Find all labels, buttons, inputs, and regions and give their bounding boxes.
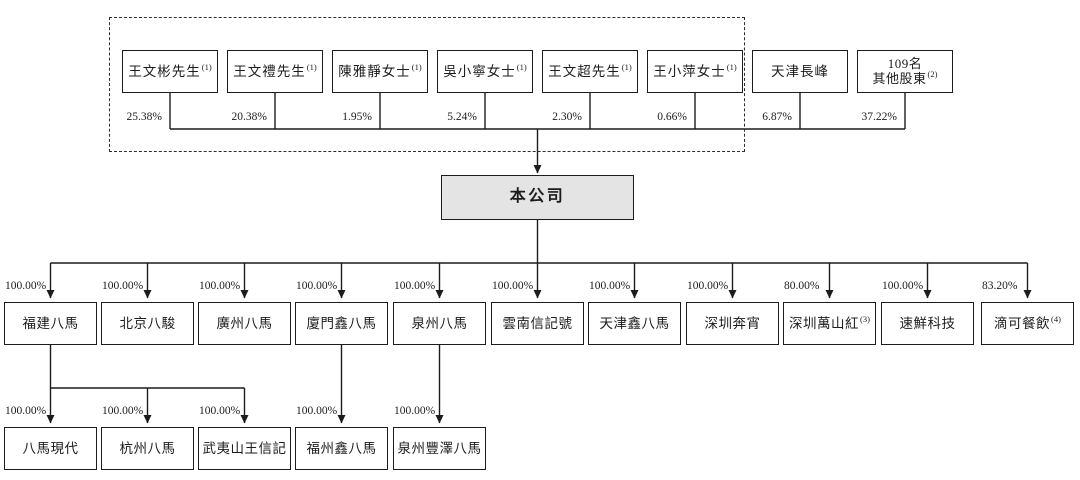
ownership-percentage: 100.00% [492, 280, 534, 292]
subsidiary-name: 北京八駿 [119, 315, 176, 331]
subsidiary-box-5: 泉州八馬 [393, 302, 486, 345]
footnote-marker: (1) [411, 62, 422, 73]
subsidiary-box-2: 北京八駿 [101, 302, 194, 345]
ownership-percentage: 100.00% [687, 280, 729, 292]
subsidiary-name: 福建八馬 [22, 315, 79, 331]
shareholder-name: 其他股東 [872, 70, 927, 86]
ownership-percentage: 100.00% [589, 280, 631, 292]
controlling-shareholders-group-outline [109, 17, 745, 152]
subsidiary-box-1: 福建八馬 [4, 302, 97, 345]
shareholder-box-3: 陳雅靜女士(1) [332, 50, 428, 93]
subsidiary-name: 廣州八馬 [216, 315, 273, 331]
ownership-percentage: 100.00% [296, 405, 338, 417]
ownership-percentage: 2.30% [552, 111, 582, 123]
subsidiary-name: 泉州八馬 [411, 315, 468, 331]
subsidiary-box-9: 深圳萬山紅(3) [783, 302, 876, 345]
ownership-percentage: 5.24% [447, 111, 477, 123]
shareholder-connectors [169, 93, 906, 174]
shareholder-box-1: 王文彬先生(1) [122, 50, 218, 93]
subsidiary-box-10: 速鮮科技 [881, 302, 974, 345]
sub-subsidiary-name: 八馬現代 [22, 440, 79, 456]
ownership-percentage: 100.00% [296, 280, 338, 292]
shareholder-name-line1: 109名 [887, 55, 923, 71]
ownership-percentage: 100.00% [882, 280, 924, 292]
ownership-percentage: 20.38% [231, 111, 267, 123]
shareholder-name: 天津長峰 [771, 63, 829, 79]
subsidiary-box-6: 雲南信記號 [491, 302, 584, 345]
subsidiary-name: 天津鑫八馬 [599, 315, 670, 331]
shareholder-box-8: 109名 其他股東(2) [857, 50, 953, 93]
footnote-marker: (1) [306, 62, 317, 73]
ownership-percentage: 1.95% [342, 111, 372, 123]
ownership-percentage: 37.22% [861, 111, 897, 123]
footnote-marker: (1) [621, 62, 632, 73]
sub-subsidiary-box-1: 八馬現代 [4, 427, 97, 470]
sub-subsidiary-box-3: 武夷山王信記 [198, 427, 291, 470]
subsidiary-box-8: 深圳奔宵 [686, 302, 779, 345]
subsidiary-name: 雲南信記號 [502, 315, 573, 331]
sub-subsidiary-name: 泉州豐澤八馬 [397, 440, 482, 456]
ownership-percentage: 80.00% [784, 280, 820, 292]
shareholder-box-7: 天津長峰 [752, 50, 848, 93]
ownership-percentage: 100.00% [199, 405, 241, 417]
subsidiary-connectors [46, 220, 1032, 299]
ownership-percentage: 100.00% [102, 280, 144, 292]
shareholder-name: 王文彬先生 [128, 63, 201, 79]
shareholder-box-4: 吳小寧女士(1) [437, 50, 533, 93]
ownership-percentage: 0.66% [657, 111, 687, 123]
subsidiary-box-3: 廣州八馬 [198, 302, 291, 345]
ownership-percentage: 100.00% [5, 405, 47, 417]
shareholder-box-2: 王文禮先生(1) [227, 50, 323, 93]
subsidiary-name: 廈門鑫八馬 [306, 315, 377, 331]
shareholder-box-5: 王文超先生(1) [542, 50, 638, 93]
ownership-percentage: 100.00% [102, 405, 144, 417]
subsidiary-box-7: 天津鑫八馬 [588, 302, 681, 345]
shareholder-name: 吳小寧女士 [443, 63, 516, 79]
sub-subsidiary-connectors [46, 345, 444, 424]
ownership-percentage: 100.00% [5, 280, 47, 292]
footnote-marker: (1) [516, 62, 527, 73]
shareholder-name: 王小萍女士 [653, 63, 726, 79]
sub-subsidiary-name: 杭州八馬 [119, 440, 176, 456]
shareholder-name: 王文超先生 [548, 63, 621, 79]
subsidiary-name: 滴可餐飲 [994, 315, 1051, 331]
shareholder-name: 王文禮先生 [233, 63, 306, 79]
ownership-percentage: 25.38% [126, 111, 162, 123]
ownership-percentage: 100.00% [394, 280, 436, 292]
company-box: 本公司 [441, 175, 634, 220]
ownership-percentage: 100.00% [199, 280, 241, 292]
subsidiary-name: 深圳奔宵 [704, 315, 761, 331]
sub-subsidiary-box-5: 泉州豐澤八馬 [393, 427, 486, 470]
footnote-marker: (1) [726, 62, 737, 73]
sub-subsidiary-name: 武夷山王信記 [202, 440, 287, 456]
subsidiary-box-11: 滴可餐飲(4) [981, 302, 1074, 345]
subsidiary-name: 深圳萬山紅 [789, 315, 860, 331]
ownership-percentage: 100.00% [394, 405, 436, 417]
footnote-marker: (1) [201, 62, 212, 73]
shareholder-box-6: 王小萍女士(1) [647, 50, 743, 93]
sub-subsidiary-box-4: 福州鑫八馬 [295, 427, 388, 470]
shareholder-name: 陳雅靜女士 [338, 63, 411, 79]
subsidiary-name: 速鮮科技 [899, 315, 956, 331]
sub-subsidiary-name: 福州鑫八馬 [306, 440, 377, 456]
footnote-marker: (2) [927, 69, 938, 80]
subsidiary-box-4: 廈門鑫八馬 [295, 302, 388, 345]
ownership-percentage: 6.87% [762, 111, 792, 123]
sub-subsidiary-box-2: 杭州八馬 [101, 427, 194, 470]
footnote-marker: (4) [1051, 314, 1061, 325]
company-name: 本公司 [509, 188, 566, 206]
ownership-percentage: 83.20% [982, 280, 1018, 292]
footnote-marker: (3) [860, 314, 870, 325]
